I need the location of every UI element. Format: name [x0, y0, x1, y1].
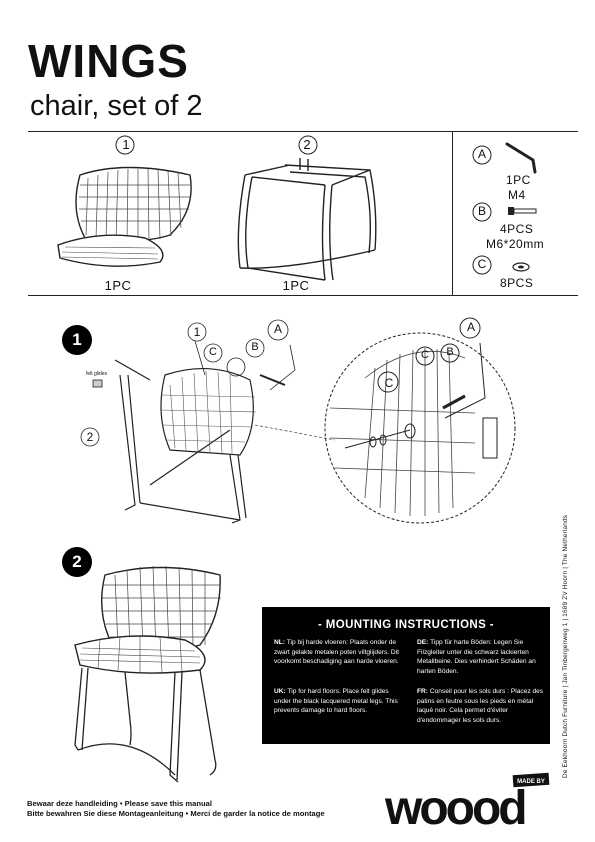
instructions-de-text: Tipp für harte Böden: Legen Sie Filzglei…	[417, 639, 536, 675]
part-1-seat-illustration	[57, 135, 192, 267]
instructions-title: - MOUNTING INSTRUCTIONS -	[317, 619, 495, 631]
page-title: WINGS	[28, 35, 189, 87]
step-2-badge: 2	[62, 547, 92, 577]
hardware-letter-circles	[472, 145, 492, 275]
step-1-badge: 1	[62, 325, 92, 355]
divider-top	[28, 131, 578, 132]
footer-save-note-1: Bewaar deze handleiding • Please save th…	[27, 799, 212, 808]
step-1-callout-2: 2	[86, 430, 94, 444]
hardware-b-letter: B	[477, 204, 486, 218]
footer-save-note-2: Bitte bewahren Sie diese Montageanleitun…	[27, 809, 325, 818]
instructions-nl: NL: Tip bij harde vloeren: Plaats onder …	[274, 638, 402, 667]
hardware-b-spec: M6*20mm	[486, 237, 545, 251]
woood-logo: MADE BY woood	[384, 772, 550, 835]
hardware-a-letter: A	[477, 147, 486, 161]
part-1-number: 1	[122, 137, 130, 152]
part-1-qty: 1PC	[104, 278, 132, 293]
hardware-a-spec: M4	[508, 188, 526, 202]
instructions-fr-text: Conseil pour les sols durs : Placez des …	[417, 688, 544, 724]
bolt-icon	[508, 207, 537, 215]
washer-icon	[512, 262, 530, 272]
step-1-callout-c: C	[209, 346, 217, 358]
detail-callout-c-1: C	[384, 376, 394, 390]
instructions-nl-text: Tip bij harde vloeren: Plaats onder de z…	[274, 639, 399, 665]
instructions-de: DE: Tipp für harte Böden: Legen Sie Filz…	[417, 638, 545, 676]
page-subtitle: chair, set of 2	[30, 90, 203, 122]
felt-glides-label: felt glides	[86, 371, 108, 377]
logo-badge-text: MADE BY	[517, 779, 545, 785]
hardware-c-letter: C	[477, 257, 487, 271]
detail-magnified-illustration	[324, 317, 516, 524]
step-1-callout-b: B	[251, 341, 259, 353]
step-1-illustration	[80, 319, 336, 524]
instructions-uk: UK: Tip for hard floors: Place felt glid…	[274, 687, 402, 716]
part-2-number: 2	[303, 137, 311, 152]
mounting-instructions-panel: - MOUNTING INSTRUCTIONS - NL: Tip bij ha…	[262, 607, 550, 744]
company-address: De Eekhoorn Dutch Furniture | Jan Tinber…	[562, 514, 569, 778]
detail-callout-a: A	[466, 320, 475, 334]
instructions-fr: FR: Conseil pour les sols durs : Placez …	[417, 687, 545, 725]
divider-bottom	[28, 295, 578, 296]
detail-callout-b: B	[446, 346, 454, 358]
instructions-de-code: DE:	[417, 639, 429, 646]
instructions-uk-code: UK:	[274, 688, 286, 695]
step-2-assembled-chair	[74, 565, 221, 783]
felt-glide-icon	[92, 379, 103, 388]
instructions-nl-code: NL:	[274, 639, 285, 646]
step-1-callout-a: A	[273, 322, 282, 336]
detail-callout-c-2: C	[421, 349, 429, 361]
hardware-b-qty: 4PCS	[500, 222, 534, 236]
step-1-callout-1: 1	[193, 325, 201, 339]
allen-key-icon	[505, 142, 537, 174]
part-2-frame-illustration	[237, 135, 377, 281]
logo-wordmark: woood	[384, 782, 525, 835]
part-2-qty: 1PC	[282, 278, 310, 293]
instructions-fr-code: FR:	[417, 688, 428, 695]
divider-vertical	[452, 131, 453, 295]
instructions-uk-text: Tip for hard floors: Place felt glides u…	[274, 688, 398, 714]
hardware-c-qty: 8PCS	[500, 276, 534, 290]
hardware-a-qty: 1PC	[506, 173, 531, 187]
